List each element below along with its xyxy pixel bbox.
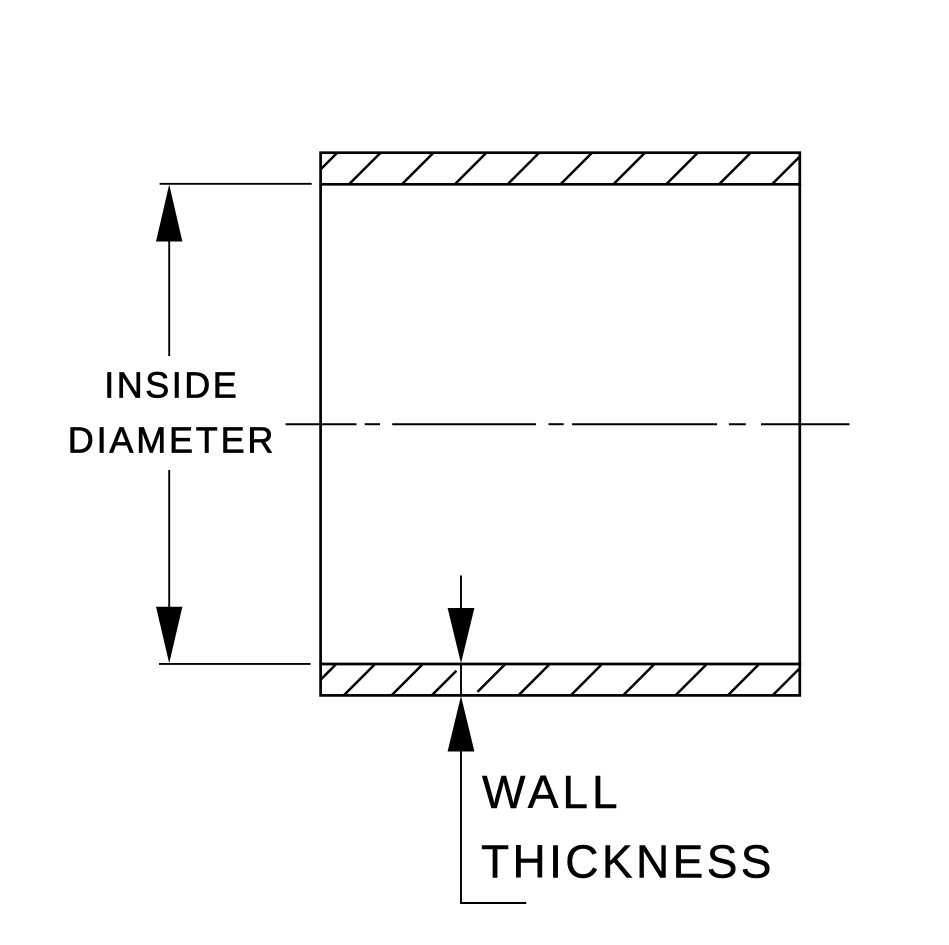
- svg-text:THICKNESS: THICKNESS: [481, 836, 775, 888]
- svg-text:DIAMETER: DIAMETER: [68, 419, 276, 460]
- svg-text:INSIDE: INSIDE: [104, 364, 239, 405]
- svg-text:WALL: WALL: [482, 766, 622, 818]
